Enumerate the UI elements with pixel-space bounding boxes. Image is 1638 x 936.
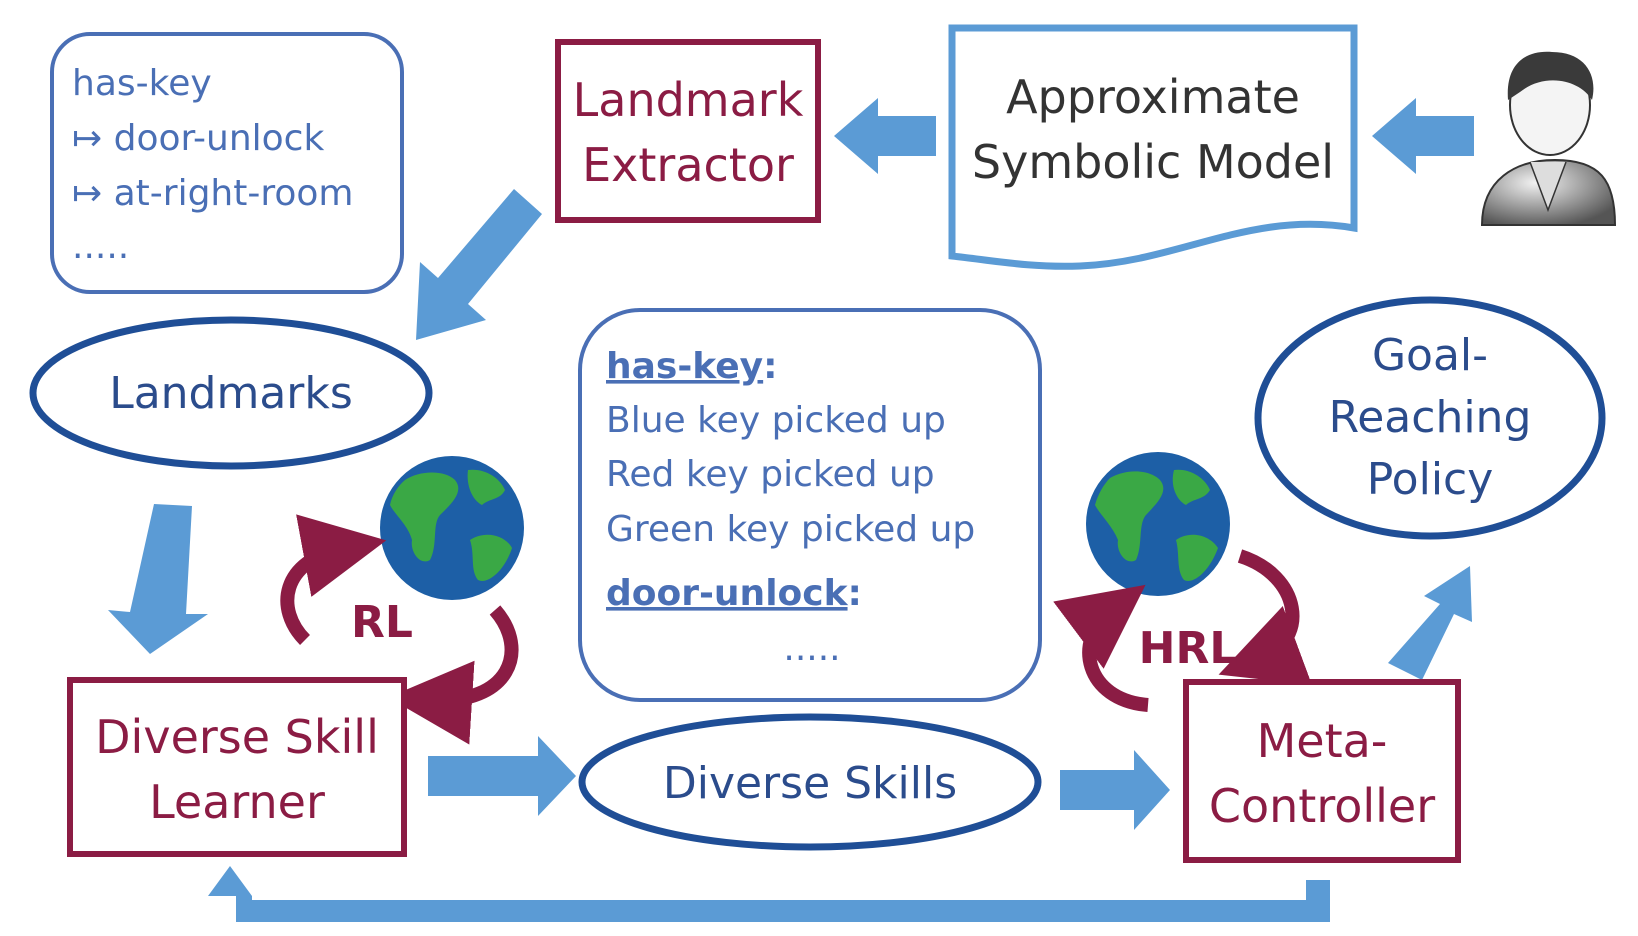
diverse-skills-label: Diverse Skills <box>663 758 957 809</box>
skill-learner-line2: Learner <box>149 775 325 829</box>
user-avatar-icon <box>1480 51 1617 226</box>
skills-item-1: Blue key picked up <box>606 400 946 441</box>
skills-item-2: Red key picked up <box>606 454 935 495</box>
ordering-line-2: ↦ door-unlock <box>72 118 324 159</box>
diverse-skills-ellipse: Diverse Skills <box>578 713 1042 851</box>
goal-policy-line1: Goal- <box>1372 330 1488 381</box>
arrow-meta-to-goal <box>1388 566 1472 680</box>
ordering-line-3: ↦ at-right-room <box>72 173 353 214</box>
arrow-learner-to-skills <box>428 736 576 816</box>
globe-icon-rl <box>380 456 524 600</box>
skills-detail-box: has-key: Blue key picked up Red key pick… <box>578 308 1042 702</box>
skills-heading-2-text: door-unlock <box>606 573 849 614</box>
ordering-line-4: ..... <box>72 226 129 267</box>
symbolic-model-line2: Symbolic Model <box>972 135 1334 189</box>
rl-loop-arrow-bottom <box>388 605 519 745</box>
skill-learner-line1: Diverse Skill <box>95 710 379 764</box>
landmark-extractor-line1: Landmark <box>573 73 804 127</box>
skills-heading-1-colon: : <box>763 346 777 387</box>
skills-item-3: Green key picked up <box>606 509 975 550</box>
skills-heading-1: has-key: <box>606 346 778 387</box>
symbolic-model-line1: Approximate <box>1006 70 1300 124</box>
arrow-meta-feedback-to-learner <box>208 866 1330 922</box>
arrow-extractor-to-landmarks <box>416 189 542 340</box>
landmark-ordering-box: has-key ↦ door-unlock ↦ at-right-room ..… <box>50 32 404 294</box>
landmarks-label: Landmarks <box>109 368 353 419</box>
meta-controller-line2: Controller <box>1209 779 1435 833</box>
arrow-skills-to-meta <box>1060 750 1170 830</box>
skills-heading-2: door-unlock: <box>606 573 862 614</box>
landmarks-ellipse: Landmarks <box>29 316 433 470</box>
skill-learner-box: Diverse Skill Learner <box>67 677 407 857</box>
arrow-user-to-model <box>1372 98 1474 174</box>
skills-heading-1-text: has-key <box>606 346 763 387</box>
rl-label: RL <box>351 597 413 648</box>
arrow-landmarks-to-learner <box>108 504 208 654</box>
rl-loop-arrow-top <box>280 514 387 645</box>
meta-controller-line1: Meta- <box>1257 714 1388 768</box>
ordering-line-1: has-key <box>72 63 212 104</box>
meta-controller-box: Meta- Controller <box>1183 679 1461 863</box>
goal-policy-line3: Policy <box>1367 454 1494 505</box>
hrl-loop-arrow-right <box>1218 549 1313 685</box>
landmark-extractor-box: Landmark Extractor <box>555 39 821 223</box>
hrl-loop-arrow-left <box>1053 584 1149 712</box>
goal-policy-line2: Reaching <box>1329 392 1532 443</box>
landmark-extractor-line2: Extractor <box>582 138 794 192</box>
goal-policy-ellipse: Goal- Reaching Policy <box>1254 296 1606 540</box>
globe-icon-hrl <box>1086 452 1230 596</box>
arrow-model-to-extractor <box>834 98 936 174</box>
symbolic-model-document: Approximate Symbolic Model <box>948 24 1358 270</box>
skills-heading-2-colon: : <box>848 573 862 614</box>
skills-ellipsis: ..... <box>783 628 840 669</box>
hrl-label: HRL <box>1139 623 1238 674</box>
